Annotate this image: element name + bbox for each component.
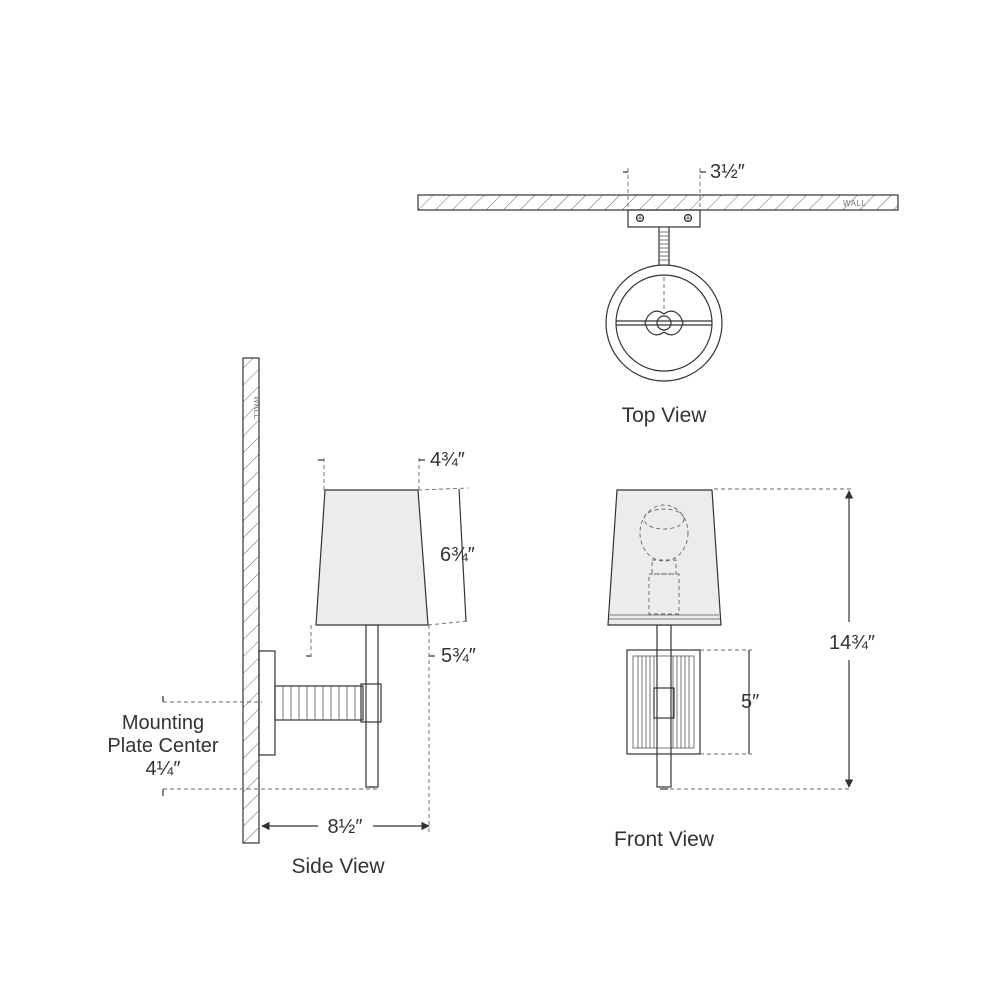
top-view: WALL 3½″ (417, 161, 899, 427)
side-view-wall (242, 357, 260, 844)
side-stem (365, 624, 379, 788)
front-stem (656, 624, 672, 788)
top-screw-left (635, 213, 645, 223)
side-shade-height-line (458, 488, 467, 622)
front-stem-collar (653, 687, 675, 719)
top-shade-spider (616, 275, 712, 326)
side-mounting-label-2: Plate Center (107, 735, 219, 757)
top-socket-clip (644, 310, 684, 336)
top-view-wall-label: WALL (843, 199, 867, 208)
side-shade-height-label: 6¾″ (440, 544, 475, 566)
front-shade-trim (609, 614, 720, 620)
side-shade-height-ext-top (417, 487, 469, 491)
front-view: 5″ 14¾″ Front View (607, 488, 875, 851)
side-shade-height-ext-bottom (427, 620, 469, 626)
top-shade-outer-ring (605, 264, 723, 382)
side-arm (274, 685, 364, 721)
top-socket (656, 315, 672, 331)
front-backplate-inset (632, 655, 695, 749)
side-arm-collar (360, 683, 382, 723)
side-mounting-label-3: 4¼″ (146, 758, 181, 780)
top-view-wall (417, 194, 899, 211)
front-overall-label: 14¾″ (829, 632, 875, 654)
front-shade (607, 489, 722, 626)
side-view-title: Side View (291, 855, 385, 878)
top-shade-inner-ring (615, 274, 713, 372)
top-arm (658, 227, 670, 265)
side-mounting-label-1: Mounting (122, 712, 204, 734)
front-view-title: Front View (614, 828, 715, 851)
front-bulb-hidden (639, 504, 689, 615)
side-shade (315, 489, 429, 626)
side-extension-label: 8½″ (328, 816, 363, 838)
side-shade-bottom-label: 5¾″ (441, 645, 476, 667)
top-mounting-plate (627, 209, 701, 228)
side-view: WALL 4¾″ 6¾″ (107, 357, 476, 878)
side-shade-top-label: 4¾″ (430, 449, 465, 471)
top-depth-label: 3½″ (710, 161, 745, 183)
top-screw-right (683, 213, 693, 223)
front-backplate-ribs (637, 656, 690, 748)
top-view-title: Top View (622, 404, 708, 427)
side-mounting-plate (258, 650, 276, 756)
front-backplate (626, 649, 701, 755)
side-arm-ribs (282, 686, 356, 720)
front-backplate-label: 5″ (741, 691, 759, 713)
side-view-wall-label: WALL (252, 396, 261, 420)
